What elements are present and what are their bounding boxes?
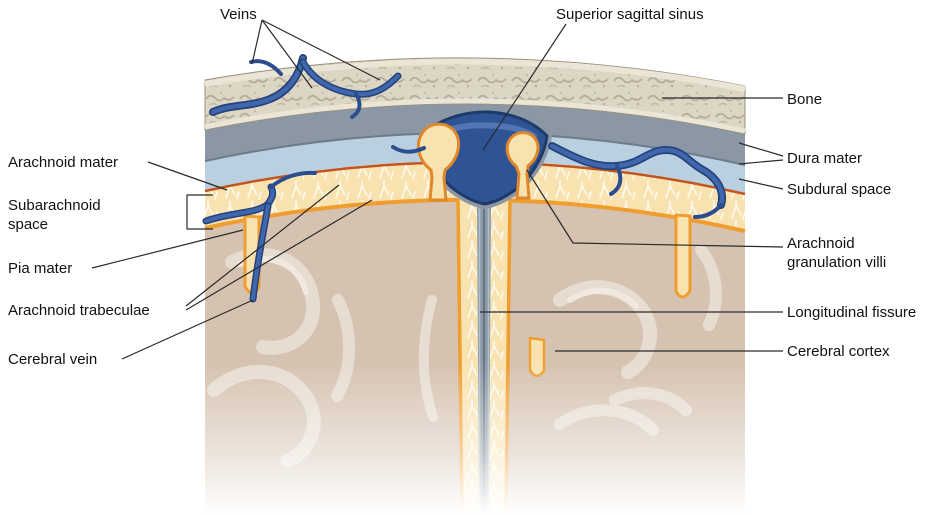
label-arachnoid-mater: Arachnoid mater [8,154,119,171]
label-cerebral-vein: Cerebral vein [8,351,98,368]
label-arachnoid-granulation-villi: Arachnoid granulation villi [787,235,887,271]
leader-villi [526,169,784,248]
cerebral-vein-shape [251,204,270,301]
label-veins: Veins [220,6,257,23]
bottom-fade [200,360,755,515]
villus-left [416,122,461,202]
right-cortical-vein [549,143,725,208]
leader-pia-mater [91,229,244,269]
leader-veins-2 [261,19,313,89]
subdural-space-layer [205,133,745,193]
villus-right [505,131,540,200]
leader-veins-1 [251,19,263,65]
leader-dura-1 [738,142,784,157]
leader-trabeculae-2 [185,199,373,311]
scalp-vein-spur-down [350,92,362,119]
scalp-vein-spur-up [249,59,283,76]
label-subdural-space: Subdural space [787,181,892,198]
dura-mater-layer [205,103,745,166]
label-dura-mater: Dura mater [787,150,863,167]
sinus-left-vein [391,145,426,154]
right-vein-end-branch [693,203,723,219]
label-bone: Bone [787,91,823,108]
leader-subdural [738,178,784,190]
label-subarachnoid-space: Subarachnoid space [8,197,101,233]
arachnoid-granulation-villi-shape [416,122,540,202]
label-superior-sagittal-sinus: Superior sagittal sinus [556,6,704,23]
label-arachnoid-trabeculae: Arachnoid trabeculae [8,302,150,319]
bone-inner-table [204,98,746,134]
right-sulcus-dip [674,213,692,299]
bone-shape [204,57,746,135]
veins-shapes [202,54,726,303]
left-bridging-vein [269,170,317,189]
leader-dura-2 [738,159,784,165]
scalp-vein-main [210,55,306,115]
label-cerebral-cortex: Cerebral cortex [787,343,890,360]
label-longitudinal-fissure: Longitudinal fissure [787,304,917,321]
leader-arachnoid-mater [147,161,228,191]
leader-superior-sagittal-sinus [482,23,567,151]
leader-trabeculae-1 [185,184,340,307]
leader-cerebral-vein [121,299,254,360]
right-vein-spur [609,164,623,196]
label-pia-mater: Pia mater [8,260,73,277]
leader-veins-3 [261,19,381,81]
leader-subarachnoid-bracket [186,194,213,230]
